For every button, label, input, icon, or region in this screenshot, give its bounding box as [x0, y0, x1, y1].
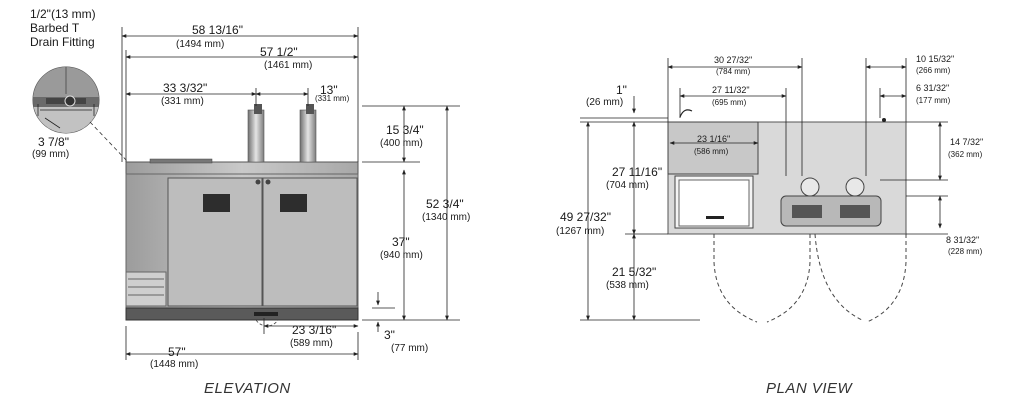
dim-plan-top-a: 30 27/32": [714, 55, 753, 65]
dim-tower-offset: 33 3/32": [163, 81, 208, 95]
dim-plan-door-swing-mm: (538 mm): [606, 280, 649, 291]
dim-plan-inner-width-mm: (586 mm): [694, 147, 729, 156]
dim-plan-top-b: 27 11/32": [712, 85, 750, 95]
dim-plan-depth: 27 11/16": [612, 165, 663, 179]
callout-label-type: Barbed T: [30, 21, 80, 35]
dim-base-height-mm: (77 mm): [391, 343, 429, 354]
dim-plan-door-swing: 21 5/32": [612, 265, 657, 279]
dim-plan-depth-mm: (704 mm): [606, 180, 649, 191]
dim-plan-total-depth-mm: (1267 mm): [556, 226, 605, 237]
dim-tower-spacing-mm: (331 mm): [315, 94, 350, 103]
dim-plan-right-d-mm: (228 mm): [948, 247, 983, 256]
dim-top-width: 57 1/2": [260, 45, 298, 59]
dim-plan-right-c: 14 7/32": [950, 137, 984, 147]
elevation-unit: [125, 104, 359, 321]
dim-total-height: 52 3/4": [426, 197, 464, 211]
callout-dim: 3 7/8": [38, 135, 69, 149]
dim-counter-height-mm: (940 mm): [380, 250, 423, 261]
dim-tower-spacing: 13": [320, 83, 338, 97]
dim-plan-total-depth: 49 27/32": [560, 210, 611, 224]
caption-elevation: ELEVATION: [204, 380, 291, 397]
dim-overall-width-mm: (1494 mm): [176, 39, 225, 50]
callout-label-part: Drain Fitting: [30, 35, 95, 49]
dim-top-width-mm: (1461 mm): [264, 60, 313, 71]
dim-plan-left-small-mm: (26 mm): [586, 97, 624, 108]
dim-base-width-mm: (1448 mm): [150, 359, 199, 370]
dim-tower-offset-mm: (331 mm): [161, 96, 204, 107]
dim-plan-right-b: 6 31/32": [916, 83, 950, 93]
callout-label-size: 1/2"(13 mm): [30, 7, 96, 21]
dim-overall-width: 58 13/16": [192, 23, 243, 37]
dim-base-height: 3": [384, 328, 395, 342]
dim-counter-height: 37": [392, 235, 410, 249]
dim-total-height-mm: (1340 mm): [422, 212, 471, 223]
dim-plan-right-c-mm: (362 mm): [948, 150, 983, 159]
caption-plan-view: PLAN VIEW: [766, 380, 853, 397]
dim-plan-right-a: 10 15/32": [916, 54, 955, 64]
dim-plan-left-small: 1": [616, 83, 627, 97]
dim-drain-offset-mm: (589 mm): [290, 338, 333, 349]
dim-tower-height: 15 3/4": [386, 123, 424, 137]
dim-tower-height-mm: (400 mm): [380, 138, 423, 149]
dim-plan-top-a-mm: (784 mm): [716, 67, 751, 76]
dim-plan-inner-width: 23 1/16": [697, 134, 731, 144]
elevation-dimensions: [121, 27, 460, 360]
dim-plan-right-a-mm: (266 mm): [916, 66, 951, 75]
dim-base-width: 57": [168, 345, 186, 359]
dim-drain-offset: 23 3/16": [292, 323, 337, 337]
callout-dim-mm: (99 mm): [32, 149, 70, 160]
dim-plan-right-d: 8 31/32": [946, 235, 980, 245]
plan-unit: [667, 109, 907, 323]
dim-plan-right-b-mm: (177 mm): [916, 96, 951, 105]
plan-dimensions: [580, 58, 948, 321]
dim-plan-top-b-mm: (695 mm): [712, 98, 747, 107]
